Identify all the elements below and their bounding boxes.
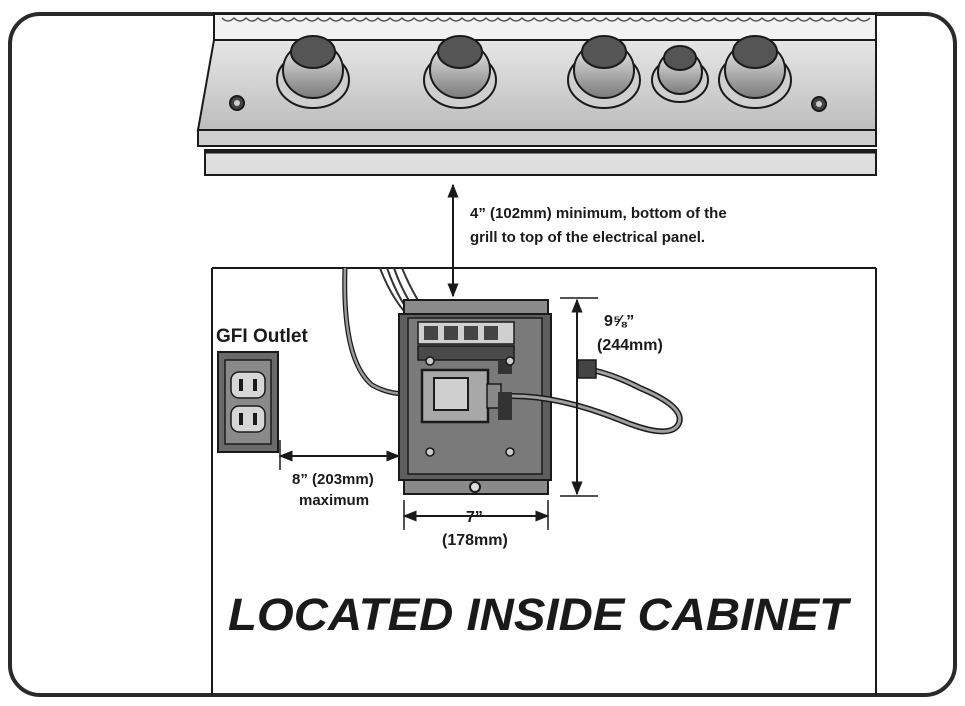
knob-2 bbox=[423, 35, 497, 109]
location-headline: LOCATED INSIDE CABINET bbox=[228, 589, 852, 640]
height-label-mm: (244mm) bbox=[597, 337, 663, 354]
width-label-mm: (178mm) bbox=[442, 532, 508, 549]
gfi-outlet-label: GFI Outlet bbox=[216, 326, 309, 347]
clearance-label-line1: 4” (102mm) minimum, bottom of the bbox=[470, 205, 727, 222]
clearance-label-line2: grill to top of the electrical panel. bbox=[470, 229, 705, 246]
electrical-panel bbox=[342, 267, 683, 495]
gfi-outlet bbox=[217, 351, 279, 453]
knob-small bbox=[651, 45, 709, 103]
knob-4 bbox=[718, 35, 792, 109]
grill-front bbox=[196, 13, 877, 176]
width-label-in: 7” bbox=[466, 509, 483, 526]
outlet-distance-note: maximum bbox=[299, 492, 369, 509]
knob-1 bbox=[276, 35, 350, 109]
cabinet-wall bbox=[211, 267, 877, 695]
height-label-in: 9⅝” bbox=[604, 313, 634, 330]
knob-3 bbox=[567, 35, 641, 109]
outlet-distance-label: 8” (203mm) bbox=[292, 471, 374, 488]
